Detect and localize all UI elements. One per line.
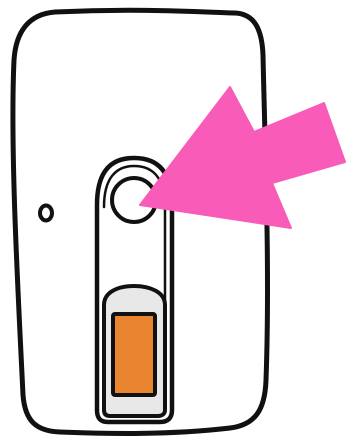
side-port-icon bbox=[40, 206, 52, 221]
slider-button bbox=[113, 314, 155, 395]
